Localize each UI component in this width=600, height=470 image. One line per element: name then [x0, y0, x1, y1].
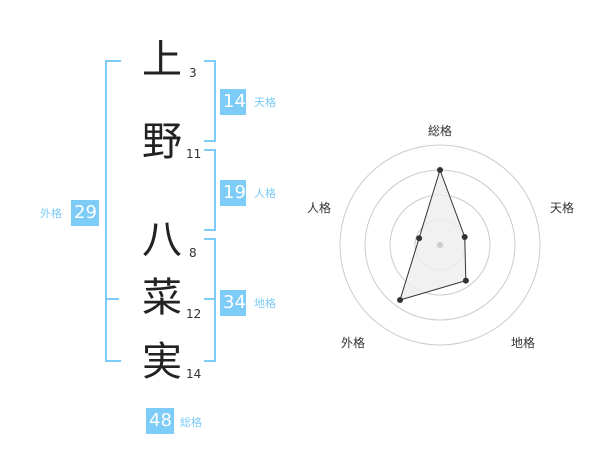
- radar-point-2: [461, 233, 468, 240]
- radar-polygon: [399, 168, 467, 301]
- name-char-1: 上: [142, 37, 182, 83]
- radar-ring-4: [339, 144, 541, 346]
- soukaku-value: 48: [146, 408, 174, 434]
- name-char-5: 実: [142, 339, 182, 385]
- jinkaku-value: 19: [220, 180, 246, 206]
- chikaku-bracket-divider: [204, 298, 214, 300]
- gaikaku-value: 29: [71, 200, 99, 226]
- radar-point-3: [462, 277, 469, 284]
- chikaku-bracket: [204, 238, 216, 362]
- jinkaku-bracket: [204, 149, 216, 231]
- radar-axis-label-tenkaku: 天格: [550, 201, 575, 215]
- soukaku-label: 総格: [180, 416, 202, 429]
- chikaku-label: 地格: [254, 297, 276, 310]
- tenkaku-value: 14: [220, 89, 246, 115]
- name-char-4: 菜: [142, 275, 182, 321]
- jinkaku-label: 人格: [254, 187, 276, 200]
- name-char-3: 八: [142, 217, 182, 263]
- chikaku-value: 34: [220, 290, 246, 316]
- radar-axis-label-jinkaku: 人格: [307, 201, 332, 215]
- radar-point-4: [397, 297, 404, 304]
- tenkaku-bracket: [204, 60, 216, 142]
- radar-point-1: [437, 167, 443, 173]
- stroke-count-2: 11: [186, 147, 202, 161]
- radar-point-5: [416, 235, 423, 242]
- tenkaku-label: 天格: [254, 96, 276, 109]
- gaikaku-label: 外格: [40, 207, 62, 220]
- stroke-count-5: 14: [186, 367, 202, 381]
- gaikaku-bracket: [105, 60, 121, 362]
- stroke-count-3: 8: [189, 246, 197, 260]
- radar-center-dot: [437, 242, 443, 248]
- name-char-2: 野: [142, 119, 182, 165]
- gaikaku-bracket-divider: [105, 298, 119, 300]
- stroke-count-1: 3: [189, 66, 197, 80]
- radar-axis-label-gaikaku: 外格: [341, 336, 366, 350]
- stroke-count-4: 12: [186, 307, 202, 321]
- radar-axis-label-chikaku: 地格: [511, 336, 536, 350]
- radar-axis-label-soukaku: 総格: [428, 124, 453, 138]
